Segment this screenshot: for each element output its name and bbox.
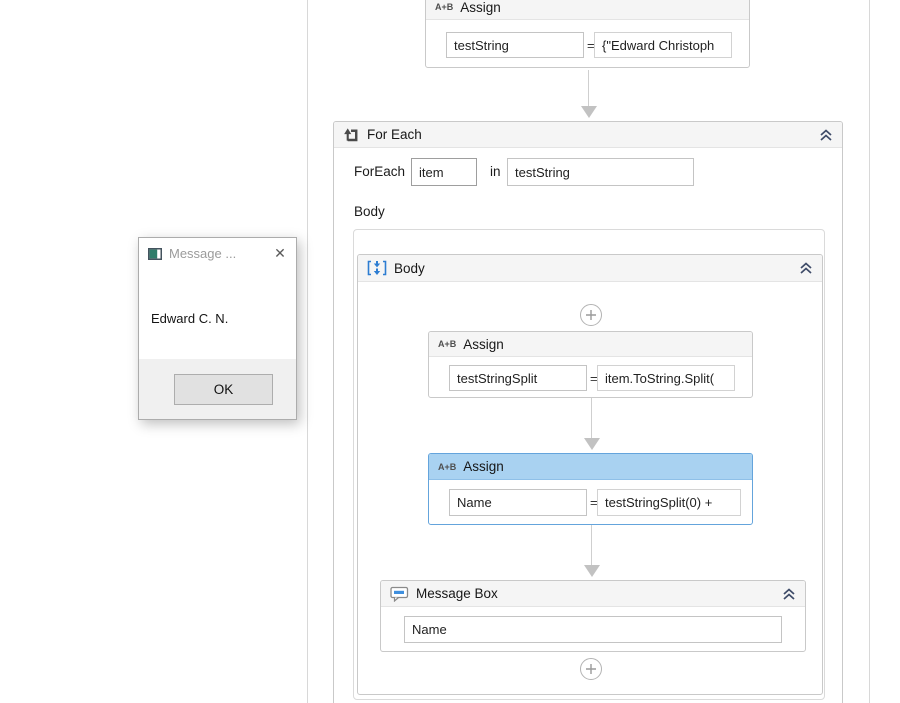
message-box-body	[381, 607, 805, 652]
assign-header: A+B Assign	[429, 454, 752, 480]
app-window-icon	[148, 247, 162, 260]
close-icon[interactable]: ✕	[274, 245, 286, 261]
assign-value-field[interactable]	[597, 489, 741, 516]
equals-sign: =	[587, 38, 595, 53]
activity-title: For Each	[367, 127, 422, 142]
activity-sequence-body[interactable]: Body	[357, 254, 823, 695]
activity-title: Message Box	[416, 586, 498, 601]
assign-to-field[interactable]	[449, 365, 587, 391]
panel-splitter-left[interactable]	[307, 0, 308, 703]
activity-for-each[interactable]: For Each ForEach in Body	[333, 121, 843, 703]
activity-title: Body	[394, 260, 425, 276]
sequence-icon	[367, 260, 387, 276]
for-each-header: For Each	[334, 122, 842, 148]
assign-header: A+B Assign	[426, 0, 749, 20]
assign-body: =	[429, 357, 752, 398]
for-each-icon	[343, 126, 360, 143]
dialog-message-text: Edward C. N.	[151, 311, 229, 326]
add-activity-button[interactable]	[580, 658, 602, 680]
in-label: in	[490, 164, 501, 179]
foreach-item-field[interactable]	[411, 158, 477, 186]
dialog-footer: OK	[139, 359, 296, 419]
dialog-titlebar[interactable]: Message ... ✕	[139, 238, 296, 269]
equals-sign: =	[590, 371, 598, 386]
body-drop-area: Body	[353, 229, 825, 700]
flow-arrow	[583, 398, 600, 450]
activity-title: Assign	[463, 459, 504, 474]
assign-header: A+B Assign	[429, 332, 752, 357]
dialog-title: Message ...	[169, 246, 237, 261]
assign-body: =	[426, 20, 749, 68]
activity-message-box[interactable]: Message Box	[380, 580, 806, 652]
add-activity-button[interactable]	[580, 304, 602, 326]
assign-icon: A+B	[438, 461, 457, 472]
assign-value-field[interactable]	[597, 365, 735, 391]
foreach-label: ForEach	[354, 164, 406, 179]
message-text-field[interactable]	[404, 616, 782, 643]
collapse-chevron-icon[interactable]	[799, 262, 813, 274]
assign-icon: A+B	[435, 2, 454, 12]
flow-arrow	[583, 525, 600, 577]
message-box-icon	[390, 586, 409, 602]
ok-button[interactable]: OK	[174, 374, 273, 405]
flow-arrow	[580, 70, 597, 118]
panel-splitter-right[interactable]	[869, 0, 870, 703]
activity-assign-name[interactable]: A+B Assign =	[428, 453, 753, 525]
assign-value-field[interactable]	[594, 32, 732, 58]
equals-sign: =	[590, 495, 598, 510]
activity-title: Assign	[460, 0, 501, 15]
collapse-chevron-icon[interactable]	[782, 587, 796, 600]
assign-body: =	[429, 480, 752, 524]
foreach-collection-field[interactable]	[507, 158, 694, 186]
body-caption: Body	[354, 204, 385, 219]
collapse-chevron-icon[interactable]	[819, 128, 833, 141]
assign-icon: A+B	[438, 339, 457, 349]
assign-to-field[interactable]	[446, 32, 584, 58]
sequence-header: Body	[358, 255, 822, 282]
message-dialog-window: Message ... ✕ Edward C. N. OK	[138, 237, 297, 420]
activity-assign-split[interactable]: A+B Assign =	[428, 331, 753, 398]
activity-assign-teststring[interactable]: A+B Assign =	[425, 0, 750, 68]
activity-title: Assign	[463, 336, 504, 352]
assign-to-field[interactable]	[449, 489, 587, 516]
message-box-header: Message Box	[381, 581, 805, 607]
